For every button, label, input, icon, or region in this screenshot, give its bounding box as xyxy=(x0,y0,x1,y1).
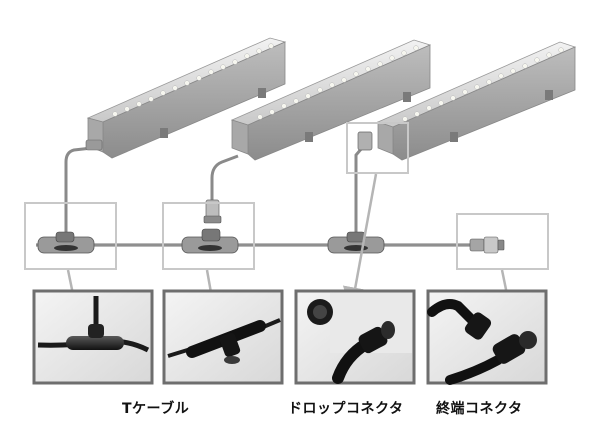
light-bar-3 xyxy=(376,41,577,161)
photo-end-connector xyxy=(426,289,548,385)
led-row-1 xyxy=(112,43,274,117)
light-plug-3 xyxy=(357,131,373,151)
t-cable-connector-2 xyxy=(181,228,239,254)
t-cable-connector-3 xyxy=(327,231,385,254)
light-plug-1 xyxy=(85,139,103,151)
label-end-connector: 終端コネクタ xyxy=(436,401,523,417)
led-row-2 xyxy=(257,45,419,120)
drop-connector-plug xyxy=(203,199,222,224)
photo-t-cable xyxy=(32,289,154,385)
photo-drop-connector xyxy=(294,289,416,385)
light-bar-2 xyxy=(230,39,432,161)
t-cable-connector-1 xyxy=(37,231,95,254)
led-row-3 xyxy=(402,47,564,122)
label-drop-connector: ドロップコネクタ xyxy=(288,401,404,417)
end-connector-plug xyxy=(469,236,505,254)
highlight-frames xyxy=(24,122,549,270)
photo-t-connector xyxy=(162,289,284,385)
label-t-cable: Tケーブル xyxy=(122,401,190,417)
callout-arrows xyxy=(60,173,519,317)
